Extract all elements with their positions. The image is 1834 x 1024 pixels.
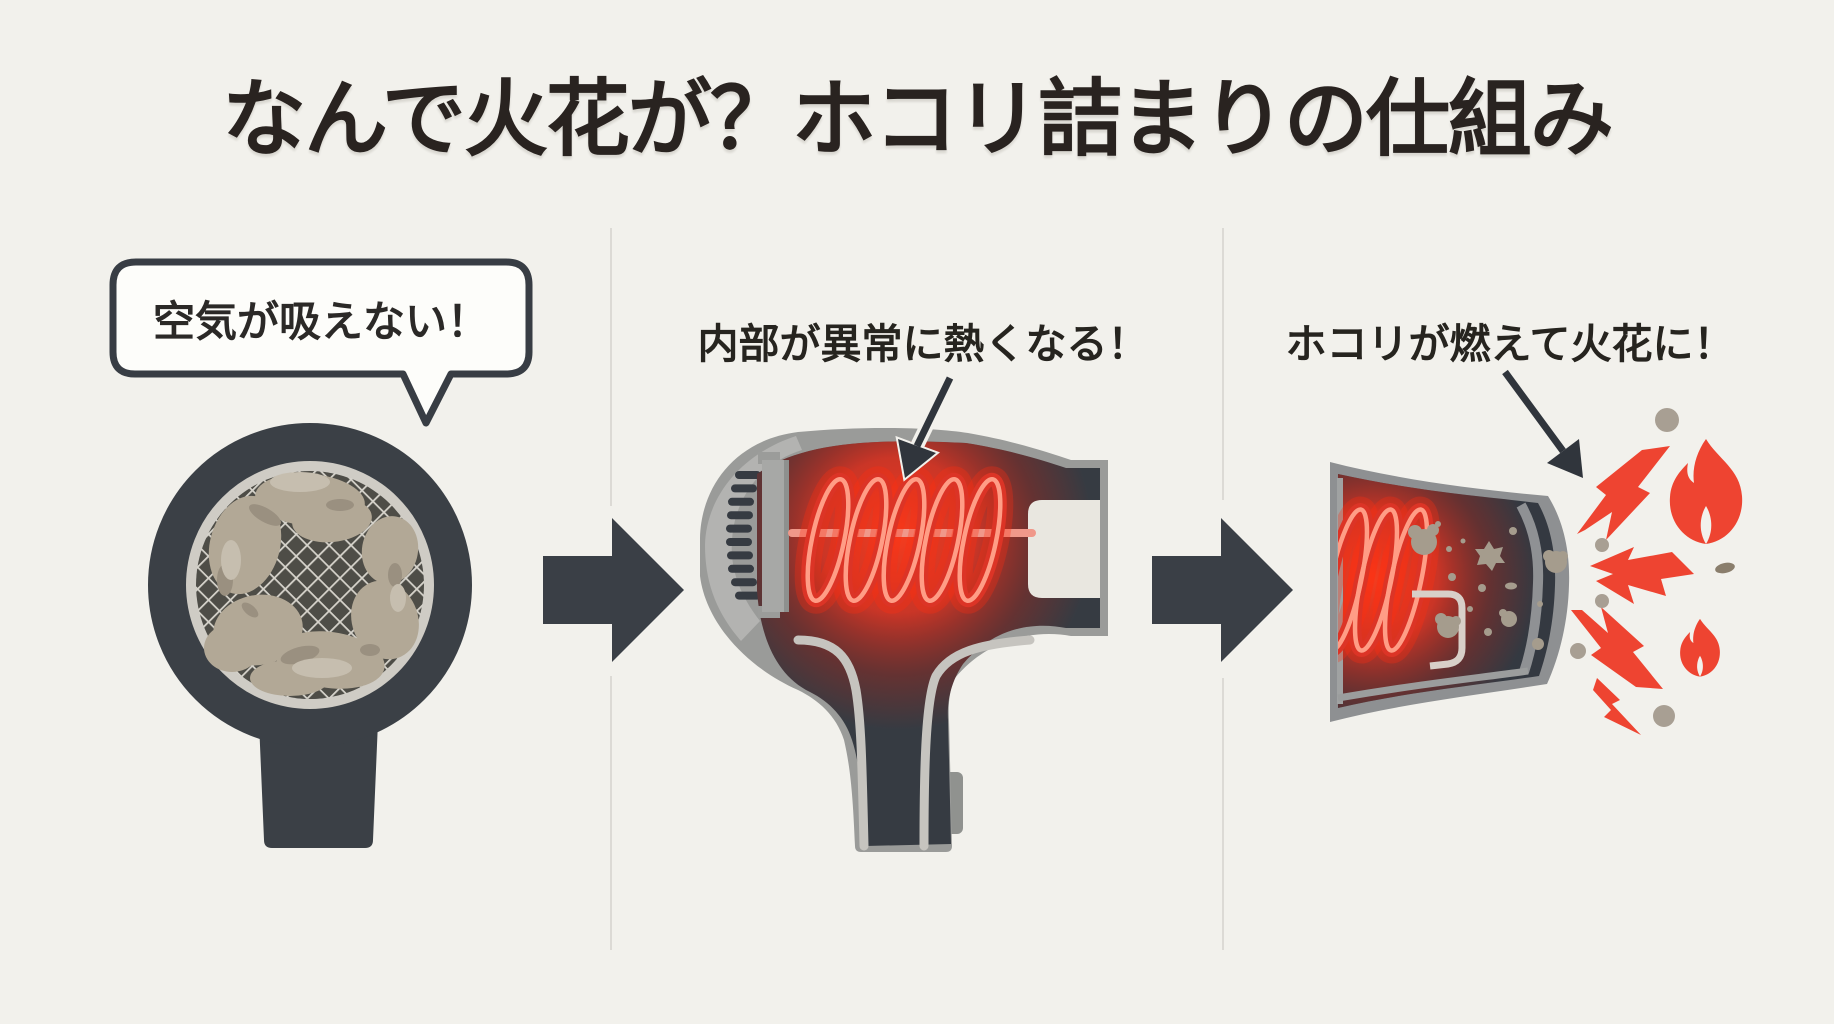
panel-3-caption: ホコリが燃えて火花に！ (1285, 321, 1735, 367)
nozzle-lining (1337, 667, 1529, 702)
panel-2-illustration (700, 374, 1108, 852)
panel-2-caption: 内部が異常に熱くなる！ (697, 321, 1149, 367)
ember-speck (1715, 562, 1735, 574)
vent-slots-icon (726, 471, 761, 600)
opening-inner-wall (1516, 502, 1544, 674)
flow-arrow-icon (1152, 518, 1293, 662)
annotation-arrow-icon (895, 374, 957, 482)
panel-1-caption: 空気が吸えない！ (152, 297, 489, 345)
heater-coil-icon (788, 466, 1036, 614)
speech-bubble (109, 258, 533, 427)
flame-icon (1669, 439, 1743, 544)
handle-cords (793, 635, 1035, 851)
page-title: なんで火花が？ホコリ詰まりの仕組み (222, 72, 1614, 166)
sparks (1571, 446, 1694, 735)
debris-dots (1570, 408, 1679, 727)
heater-coil-icon (1338, 496, 1466, 670)
spark-bolt-icon (1590, 547, 1694, 604)
panel-dividers (610, 228, 1224, 950)
motor-plate (758, 452, 789, 618)
nozzle-channel (1028, 500, 1100, 598)
spark-bolt-icon (1577, 446, 1670, 540)
spark-bolt-icon (1571, 607, 1663, 689)
flame-icon (1680, 618, 1720, 677)
spark-bolt-icon (1593, 678, 1641, 735)
annotation-arrow-icon (1502, 369, 1583, 478)
dryer-back-cap (705, 436, 802, 641)
panel-1-illustration (109, 258, 533, 848)
panel-3-illustration (1330, 369, 1743, 735)
dust-clog (204, 472, 419, 696)
dust-particles (1408, 521, 1568, 650)
flow-arrow-icon (543, 518, 684, 662)
